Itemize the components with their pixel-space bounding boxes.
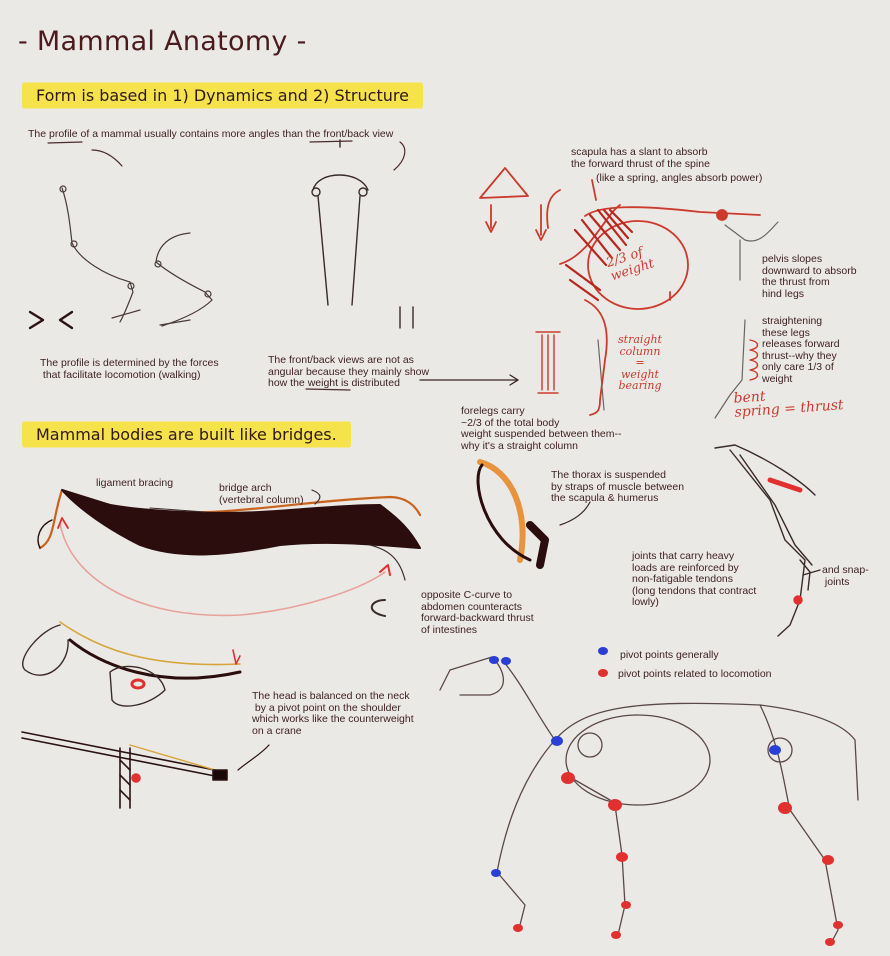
- note-scapula: scapula has a slant to absorb the forwar…: [571, 146, 710, 170]
- profile-limb-sketch: [59, 185, 213, 327]
- hind-leg-sketch: [597, 221, 779, 419]
- note-front-back: The front/back views are not as angular …: [268, 354, 430, 389]
- note-spring: (like a spring, angles absorb power): [596, 172, 763, 184]
- note-straightening: straightening these legs releases forwar…: [762, 315, 840, 385]
- note-profile-forces: The profile is determined by the forces …: [40, 357, 219, 381]
- note-joints: joints that carry heavy loads are reinfo…: [632, 550, 757, 608]
- heading-form-dynamics-structure: Form is based in 1) Dynamics and 2) Stru…: [22, 80, 423, 111]
- note-head-balance: The head is balanced on the neck by a pi…: [252, 690, 414, 737]
- column-icon: [535, 331, 561, 394]
- horse-structure-sketch: [479, 167, 761, 416]
- legend-blue-label: pivot points generally: [620, 649, 719, 661]
- skeleton-pivot-dots: [489, 656, 843, 946]
- angle-marks: [28, 310, 74, 330]
- note-forelegs: forelegs carry ~2/3 of the total body we…: [461, 405, 622, 452]
- handwritten-straight-column: straight column = weight bearing: [618, 333, 662, 392]
- head-neck-sketch: [22, 621, 242, 707]
- legend-red-dot: [598, 669, 608, 677]
- legend-red-label: pivot points related to locomotion: [618, 668, 772, 680]
- crane-sketch: [21, 731, 270, 809]
- note-profile-angles: The profile of a mammal usually contains…: [28, 128, 394, 140]
- thorax-sketch: [476, 459, 591, 569]
- scapula-hatching: [564, 208, 634, 302]
- page-title: - Mammal Anatomy -: [18, 26, 307, 57]
- skeleton-sketch: [439, 656, 859, 946]
- spring-icon: [749, 339, 759, 381]
- note-pelvis: pelvis slopes downward to absorb the thr…: [762, 253, 857, 300]
- bridge-spine-sketch: [37, 488, 422, 617]
- weight-arrow: [419, 374, 519, 386]
- leg-joint-sketch: [714, 444, 821, 637]
- note-ligament: ligament bracing: [96, 477, 174, 489]
- note-snap-joints: and snap- joints: [822, 564, 869, 588]
- note-thorax: The thorax is suspended by straps of mus…: [551, 469, 685, 504]
- front-view-sketch: [311, 139, 414, 329]
- legend-blue-dot: [598, 647, 608, 655]
- heading-bridges: Mammal bodies are built like bridges.: [22, 419, 351, 450]
- note-opposite: opposite C-curve to abdomen counteracts …: [421, 589, 534, 636]
- note-bridge-arch: bridge arch (vertebral column): [219, 482, 304, 506]
